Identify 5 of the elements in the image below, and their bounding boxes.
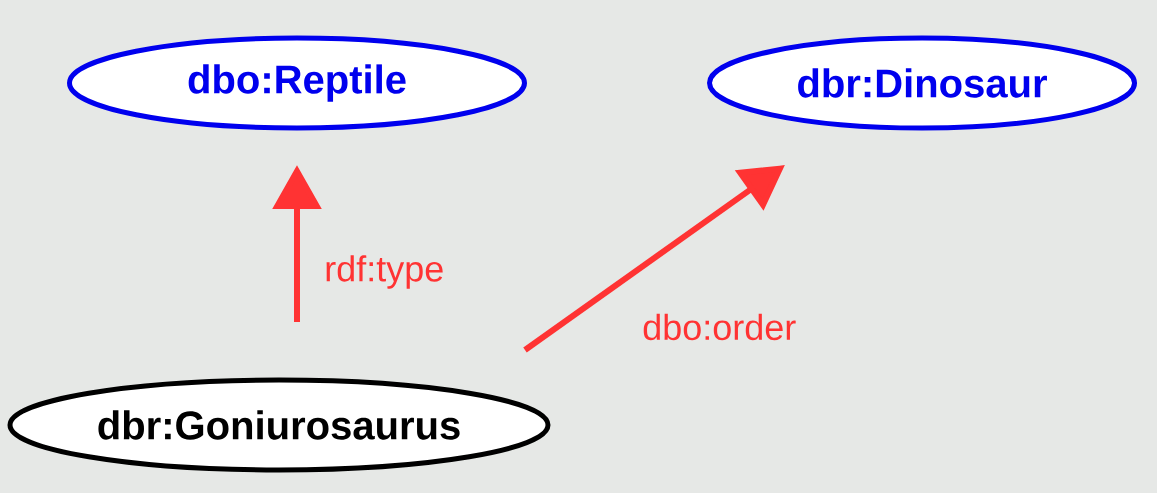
edge-label: rdf:type (322, 253, 447, 291)
ellipse-node: dbr:Goniurosaurus (7, 377, 551, 473)
edge-label: dbo:order (640, 311, 799, 343)
ellipse-node: dbo:Reptile (67, 35, 527, 131)
ellipse-node: dbr:Dinosaur (707, 35, 1137, 131)
